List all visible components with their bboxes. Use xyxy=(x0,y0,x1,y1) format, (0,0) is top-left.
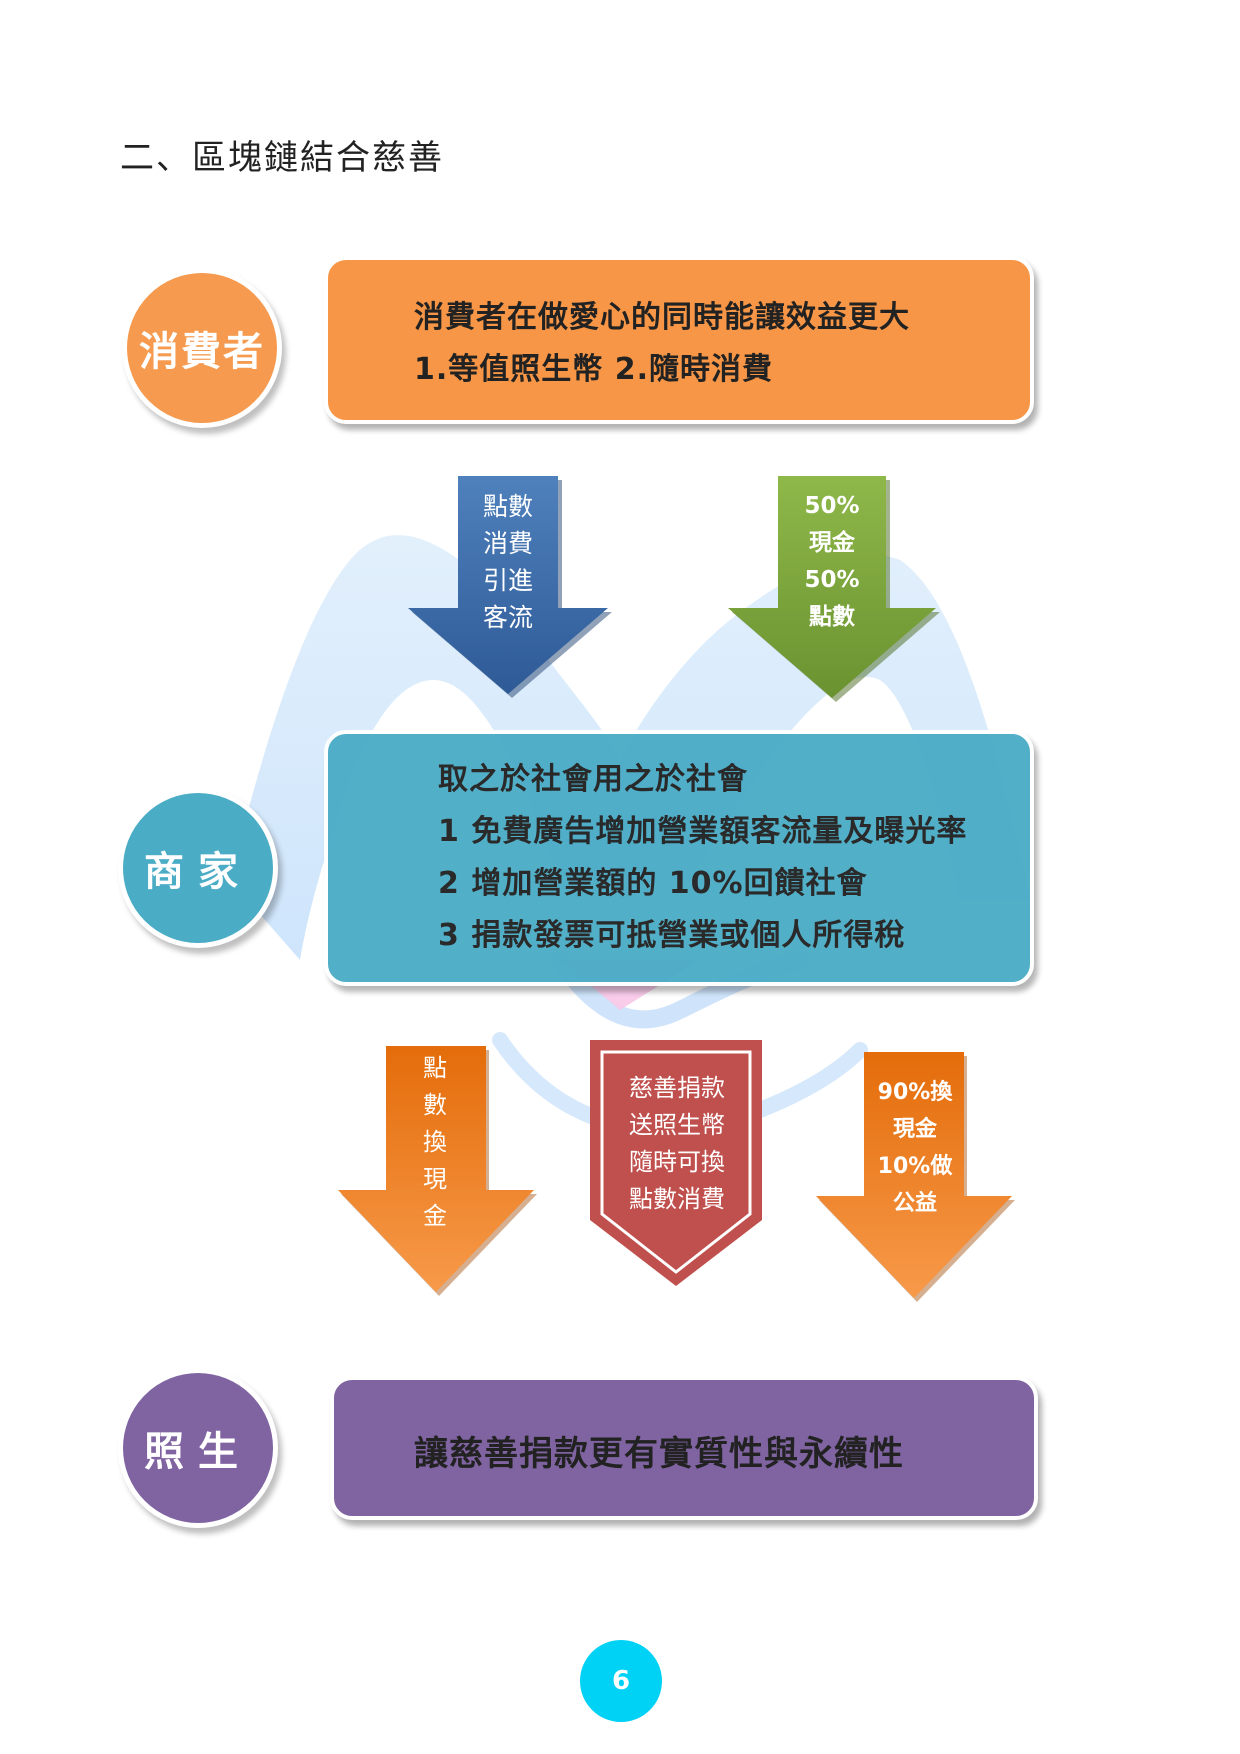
arrow-green-line: 50% xyxy=(804,493,860,519)
arrow-green-line: 點數 xyxy=(809,604,855,630)
consumer-box: 消費者在做愛心的同時能讓效益更大 1.等值照生幣 2.隨時消費 xyxy=(324,256,1034,424)
arrow-orange-left-line: 點 xyxy=(423,1054,447,1082)
arrow-orange-left-label: 點 數 換 現 金 xyxy=(385,1050,485,1235)
arrow-orange-left-line: 換 xyxy=(423,1128,447,1156)
arrow-green-line: 50% xyxy=(804,567,860,593)
arrow-blue-label: 點數 消費 引進 客流 xyxy=(458,488,558,636)
arrow-green-line: 現金 xyxy=(809,530,855,556)
arrow-green-label: 50% 現金 50% 點數 xyxy=(782,488,882,636)
arrow-orange-right-line: 公益 xyxy=(892,1191,937,1216)
arrow-orange-left-line: 金 xyxy=(423,1202,447,1230)
arrow-red-label: 慈善捐款 送照生幣 隨時可換 點數消費 xyxy=(604,1070,750,1218)
merchant-line-2: 1 免費廣告增加營業額客流量及曝光率 xyxy=(438,814,968,849)
arrow-orange-right-line: 10%做 xyxy=(877,1154,953,1179)
arrow-down-blue xyxy=(408,476,612,698)
arrow-orange-right-line: 90%換 xyxy=(877,1080,953,1105)
arrow-blue-line: 客流 xyxy=(482,603,533,632)
page-number-badge: 6 xyxy=(580,1640,662,1722)
merchant-line-3: 2 增加營業額的 10%回饋社會 xyxy=(438,866,868,901)
merchant-box: 取之於社會用之於社會 1 免費廣告增加營業額客流量及曝光率 2 增加營業額的 1… xyxy=(324,730,1034,986)
consumer-line-2: 1.等值照生幣 2.隨時消費 xyxy=(414,352,773,387)
arrow-down-orange-left xyxy=(338,1046,537,1296)
section-heading: 二、區塊鏈結合慈善 xyxy=(120,138,444,178)
arrow-red-line: 送照生幣 xyxy=(629,1111,725,1139)
merchant-line-1: 取之於社會用之於社會 xyxy=(438,762,748,797)
arrow-red-line: 點數消費 xyxy=(629,1185,725,1213)
arrow-red-line: 慈善捐款 xyxy=(629,1074,725,1102)
arrow-down-orange-right xyxy=(816,1052,1015,1302)
arrow-orange-left-line: 現 xyxy=(423,1165,447,1193)
arrow-red-line: 隨時可換 xyxy=(629,1148,725,1176)
consumer-line-1: 消費者在做愛心的同時能讓效益更大 xyxy=(414,300,910,335)
zhaosheng-circle: 照生 xyxy=(118,1368,278,1528)
arrow-orange-left-line: 數 xyxy=(423,1091,447,1119)
zhaosheng-text: 讓慈善捐款更有實質性與永續性 xyxy=(414,1434,904,1474)
arrow-down-green xyxy=(728,476,940,702)
arrow-blue-line: 引進 xyxy=(482,566,533,595)
consumer-circle: 消費者 xyxy=(122,268,282,428)
merchant-line-4: 3 捐款發票可抵營業或個人所得稅 xyxy=(438,918,906,953)
chevron-arrow-red xyxy=(590,1040,762,1286)
arrow-blue-line: 點數 xyxy=(482,492,533,521)
zhaosheng-box: 讓慈善捐款更有實質性與永續性 xyxy=(330,1376,1038,1520)
merchant-circle: 商家 xyxy=(118,788,278,948)
arrow-blue-line: 消費 xyxy=(482,529,533,558)
arrow-orange-right-line: 現金 xyxy=(892,1117,937,1142)
arrow-orange-right-label: 90%換 現金 10%做 公益 xyxy=(860,1074,970,1222)
